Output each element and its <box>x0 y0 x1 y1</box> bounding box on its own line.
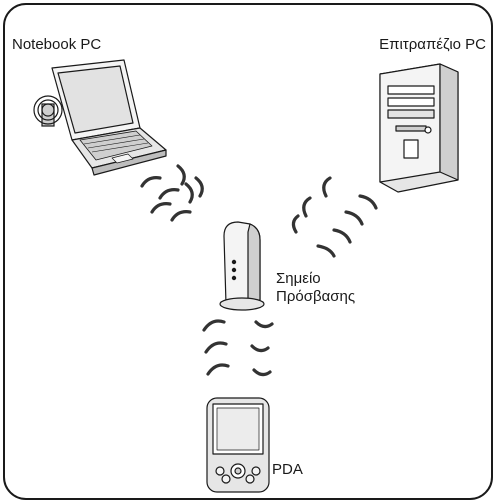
signal-waves-pda <box>202 319 274 377</box>
notebook-pc-label: Notebook PC <box>12 36 102 53</box>
pda-icon <box>206 397 270 493</box>
desktop-pc-icon <box>379 63 459 193</box>
access-point-icon <box>219 221 265 311</box>
access-point-label-line1: Σημείο <box>276 270 321 287</box>
signal-waves-desktop <box>291 176 378 258</box>
notebook-antenna-icon <box>33 95 63 127</box>
access-point-label: Σημείο Πρόσβασης <box>276 270 355 306</box>
pda-label: PDA <box>272 461 303 478</box>
notebook-pc-icon <box>51 59 167 176</box>
desktop-pc-label: Επιτραπέζιο PC <box>379 36 486 53</box>
signal-waves-notebook <box>140 164 204 222</box>
access-point-label-line2: Πρόσβασης <box>276 288 356 305</box>
